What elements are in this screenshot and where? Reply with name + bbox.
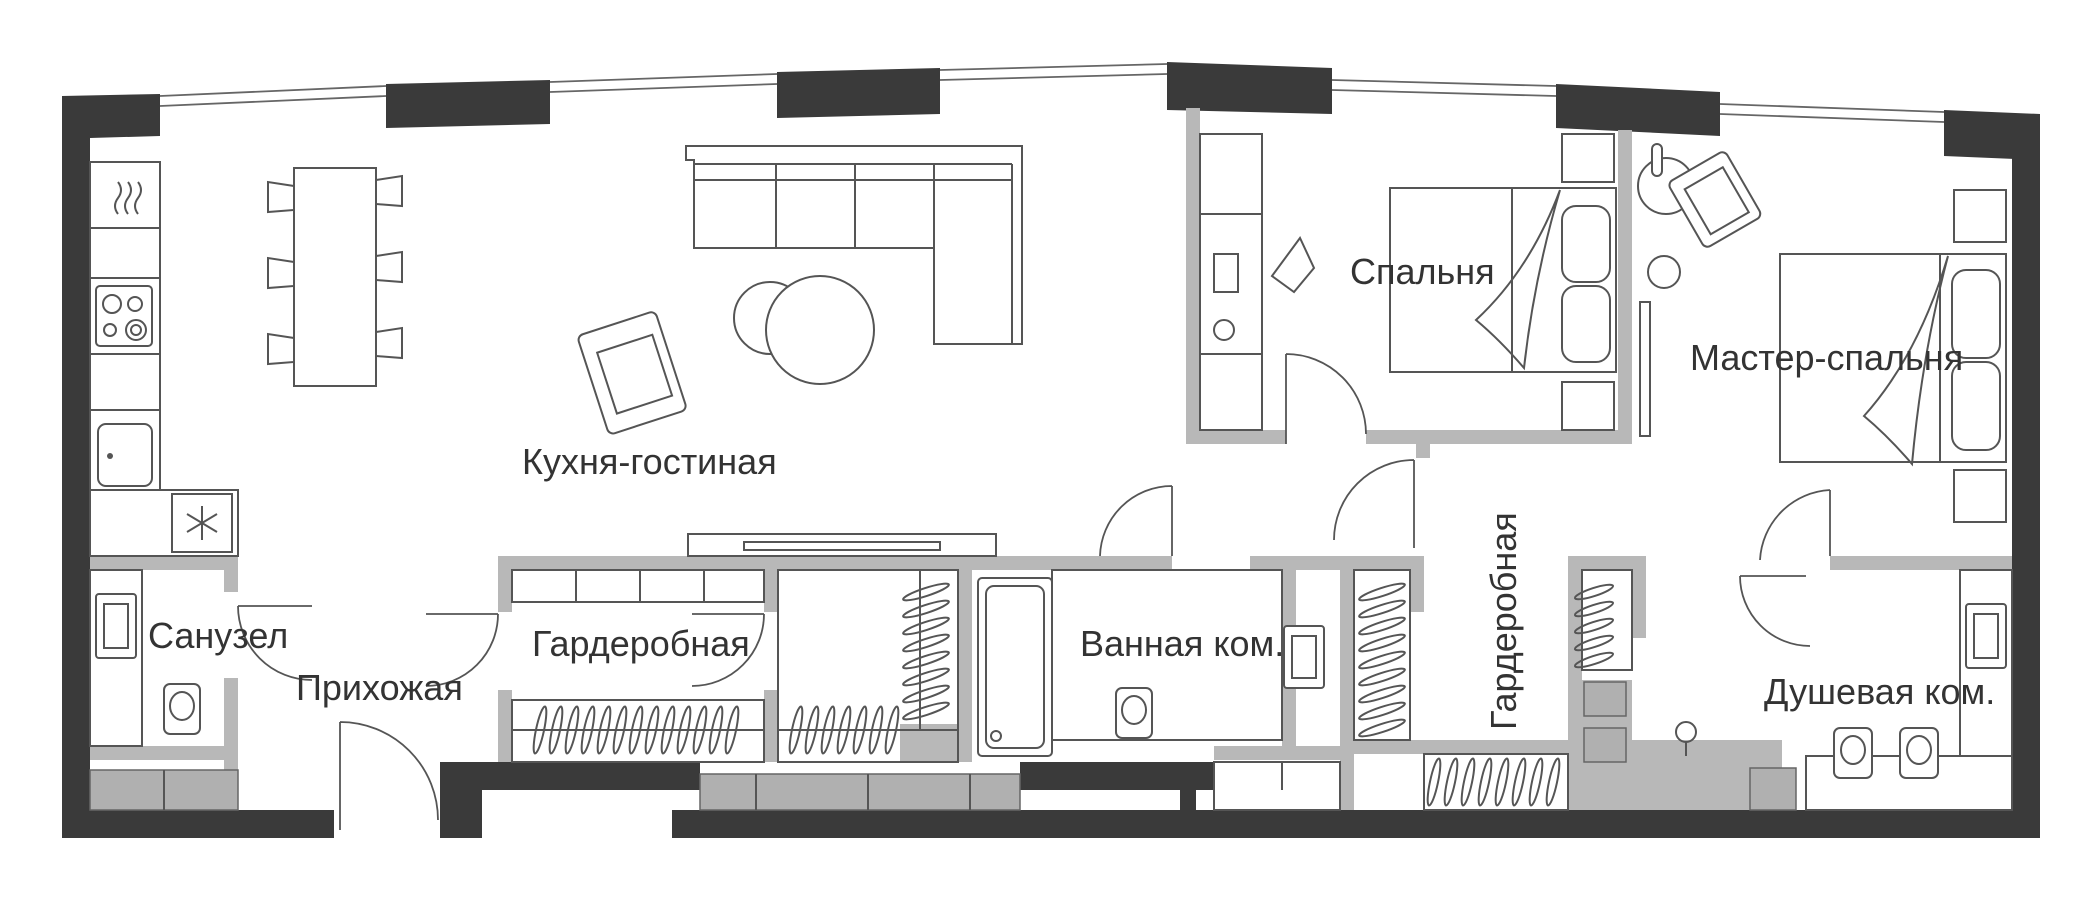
hanger-mark xyxy=(1573,583,1615,601)
wardrobe-right xyxy=(1353,569,1569,811)
hanger-mark xyxy=(628,705,644,755)
label-bedroom: Спальня xyxy=(1350,251,1495,292)
bed xyxy=(1389,133,1617,431)
hanger-mark xyxy=(902,701,950,721)
label-hallway: Прихожая xyxy=(296,667,463,708)
hanger-mark xyxy=(852,705,868,755)
hanger-mark xyxy=(902,616,950,636)
hanger-mark xyxy=(1358,582,1406,602)
hanger-mark xyxy=(884,705,900,755)
hangers-left xyxy=(532,582,950,755)
wardrobe-left-shelves xyxy=(511,569,959,763)
hall-storage xyxy=(699,773,1021,811)
label-shower-room: Душевая ком. xyxy=(1764,671,1995,712)
armchair xyxy=(577,311,687,435)
hanger-mark xyxy=(1358,616,1406,636)
hanger-mark xyxy=(1358,718,1406,738)
heat-wave-icon xyxy=(114,181,142,215)
hanger-mark xyxy=(1358,667,1406,687)
master-reading-corner xyxy=(1637,143,1762,437)
sink-icon xyxy=(97,423,153,487)
hanger-mark xyxy=(902,650,950,670)
hanger-mark xyxy=(1358,650,1406,670)
hanger-mark xyxy=(1358,684,1406,704)
hanger-mark xyxy=(1426,757,1442,807)
hanger-mark xyxy=(1573,651,1615,669)
label-bathroom-small: Санузел xyxy=(148,615,288,656)
outer-walls xyxy=(62,62,2040,838)
burner-icon xyxy=(95,285,153,347)
hanger-mark xyxy=(902,633,950,653)
windows xyxy=(159,63,1945,123)
master-bed xyxy=(1779,189,2007,523)
sanuzel-fixtures xyxy=(89,569,239,811)
snowflake-icon xyxy=(171,493,233,553)
hanger-mark xyxy=(724,705,740,755)
hanger-mark xyxy=(868,705,884,755)
hanger-mark xyxy=(836,705,852,755)
hanger-mark xyxy=(548,705,564,755)
hanger-mark xyxy=(804,705,820,755)
hanger-mark xyxy=(1358,599,1406,619)
dining-table xyxy=(267,167,403,387)
hanger-mark xyxy=(902,599,950,619)
hanger-mark xyxy=(902,667,950,687)
hanger-mark xyxy=(1477,757,1493,807)
hanger-mark xyxy=(692,705,708,755)
hanger-mark xyxy=(820,705,836,755)
hanger-mark xyxy=(1545,757,1561,807)
tv-unit xyxy=(687,533,997,557)
label-wardrobe-right: Гардеробная xyxy=(1483,512,1524,730)
hanger-mark xyxy=(644,705,660,755)
hanger-mark xyxy=(1573,617,1615,635)
hanger-mark xyxy=(612,705,628,755)
coffee-tables xyxy=(733,275,875,385)
hanger-mark xyxy=(902,684,950,704)
hanger-mark xyxy=(1573,634,1615,652)
sofa xyxy=(685,145,1023,345)
bedroom-desk xyxy=(1199,133,1316,431)
hanger-mark xyxy=(1443,757,1459,807)
hanger-mark xyxy=(580,705,596,755)
hanger-mark xyxy=(1528,757,1544,807)
hanger-mark xyxy=(1460,757,1476,807)
label-wardrobe-left: Гардеробная xyxy=(532,623,750,664)
label-kitchen-living: Кухня-гостиная xyxy=(522,441,777,482)
room-labels: Кухня-гостиная Спальня Мастер-спальня Са… xyxy=(148,251,1995,730)
doors xyxy=(237,459,1831,830)
hanger-mark xyxy=(660,705,676,755)
hanger-mark xyxy=(1494,757,1510,807)
hanger-mark xyxy=(1358,633,1406,653)
shower-fixtures xyxy=(1581,569,2013,811)
hanger-mark xyxy=(1358,701,1406,721)
hanger-mark xyxy=(596,705,612,755)
label-master-bedroom: Мастер-спальня xyxy=(1690,337,1963,378)
door-bedroom-1 xyxy=(1285,353,1367,444)
hanger-mark xyxy=(1511,757,1527,807)
hanger-mark xyxy=(902,582,950,602)
partitions xyxy=(90,108,2012,810)
kitchen-counter xyxy=(89,161,239,557)
bathroom-fixtures xyxy=(977,569,1341,811)
label-bathroom: Ванная ком. xyxy=(1080,623,1284,664)
hanger-mark xyxy=(676,705,692,755)
hanger-mark xyxy=(788,705,804,755)
hanger-mark xyxy=(532,705,548,755)
hanger-mark xyxy=(1573,600,1615,618)
hanger-mark xyxy=(708,705,724,755)
hangers-right xyxy=(1358,582,1615,807)
hanger-mark xyxy=(564,705,580,755)
